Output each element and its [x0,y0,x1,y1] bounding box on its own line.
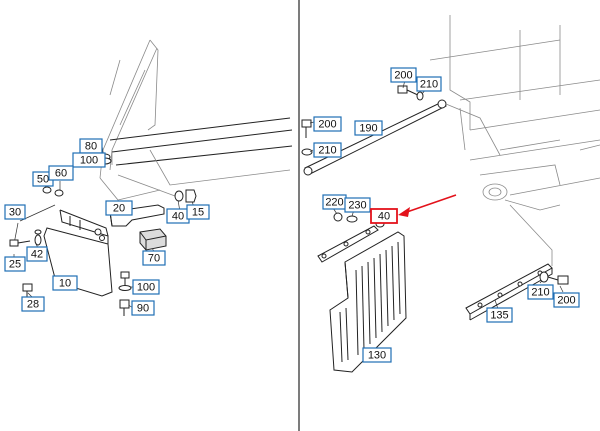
callout-box[interactable] [26,246,48,262]
callout-label: 25 [9,259,21,271]
callout-label: 20 [113,203,125,215]
right-panel [301,15,600,373]
callout-box[interactable] [132,279,160,295]
callout-right-220-5[interactable]: 220 [322,194,347,210]
callout-left-50-2[interactable]: 50 [32,171,54,187]
callout-label: 90 [137,303,149,315]
callout-right-210-4[interactable]: 210 [313,142,342,158]
callout-label: 100 [80,155,98,167]
callout-box[interactable] [354,120,383,136]
callout-label: 210 [531,287,549,299]
mudflap-ribs [339,241,401,363]
callout-label: 100 [137,282,155,294]
callout-left-80-0[interactable]: 80 [79,138,103,154]
callout-label: 210 [420,79,438,91]
callout-label: 42 [31,249,43,261]
callout-box[interactable] [142,250,166,266]
callout-box[interactable] [527,284,554,300]
callout-box[interactable] [390,67,417,83]
callout-label: 40 [378,211,390,223]
callout-box[interactable] [21,296,45,312]
callout-right-200-0[interactable]: 200 [390,67,417,83]
callout-box[interactable] [4,256,26,272]
callout-right-200-2[interactable]: 200 [313,116,342,132]
highlight-arrow [398,194,457,217]
bracket-135 [465,204,569,321]
callout-label: 70 [148,253,160,265]
callout-label: 135 [490,310,508,322]
callout-box[interactable] [486,307,513,323]
callout-label: 200 [557,295,575,307]
vehicle-body-left [99,39,293,201]
callout-label: 200 [318,119,336,131]
callout-left-15-7[interactable]: 15 [186,204,210,220]
rubber-block-70 [139,228,167,251]
stay-rod-190 [303,99,501,176]
callout-left-40-6[interactable]: 40 [166,208,190,224]
callout-label: 28 [27,299,39,311]
callout-right-190-3[interactable]: 190 [354,120,383,136]
left-hardware [9,153,197,316]
mudflap-130 [329,231,407,373]
callout-box[interactable] [4,204,26,220]
callout-left-20-5[interactable]: 20 [105,200,133,216]
callout-box[interactable] [362,347,392,363]
callout-label: 210 [318,145,336,157]
callout-left-100-12[interactable]: 100 [132,279,160,295]
callout-left-28-14[interactable]: 28 [21,296,45,312]
callout-left-60-3[interactable]: 60 [48,165,74,181]
callout-right-40-7[interactable]: 40 [370,208,398,224]
callout-label: 200 [394,70,412,82]
callout-right-230-6[interactable]: 230 [344,197,371,213]
callout-right-130-11[interactable]: 130 [362,347,392,363]
bracket-strip-left [317,212,385,263]
callout-box[interactable] [344,197,371,213]
callout-label: 10 [59,278,71,290]
callout-right-210-1[interactable]: 210 [416,76,442,92]
callout-left-25-8[interactable]: 25 [4,256,26,272]
callout-label: 15 [192,207,204,219]
callout-box[interactable] [313,116,342,132]
callout-left-90-13[interactable]: 90 [131,300,155,316]
callout-right-135-10[interactable]: 135 [486,307,513,323]
callout-label: 220 [325,197,343,209]
callout-box[interactable] [416,76,442,92]
vehicle-body-right [429,15,600,211]
callout-right-200-9[interactable]: 200 [553,292,580,308]
callout-label: 190 [359,123,377,135]
callout-label: 80 [85,141,97,153]
callout-box[interactable] [370,208,398,224]
callout-left-70-11[interactable]: 70 [142,250,166,266]
callout-left-100-1[interactable]: 100 [72,152,106,168]
callout-right-210-8[interactable]: 210 [527,284,554,300]
callout-left-10-10[interactable]: 10 [52,275,78,291]
callout-left-30-4[interactable]: 30 [4,204,26,220]
callout-label: 50 [37,174,49,186]
callout-box[interactable] [553,292,580,308]
callout-label: 230 [348,200,366,212]
callout-layer: 80 100 50 60 30 20 40 15 25 42 10 70 100 90 28 200 210 20… [4,67,580,363]
callout-label: 40 [172,211,184,223]
callout-box[interactable] [105,200,133,216]
callout-box[interactable] [48,165,74,181]
callout-box[interactable] [52,275,78,291]
right-hardware-top [301,85,424,156]
callout-box[interactable] [313,142,342,158]
callout-label: 130 [368,350,386,362]
callout-box[interactable] [72,152,106,168]
callout-box[interactable] [131,300,155,316]
callout-label: 30 [9,207,21,219]
callout-box[interactable] [186,204,210,220]
callout-label: 60 [55,168,67,180]
callout-left-42-9[interactable]: 42 [26,246,48,262]
